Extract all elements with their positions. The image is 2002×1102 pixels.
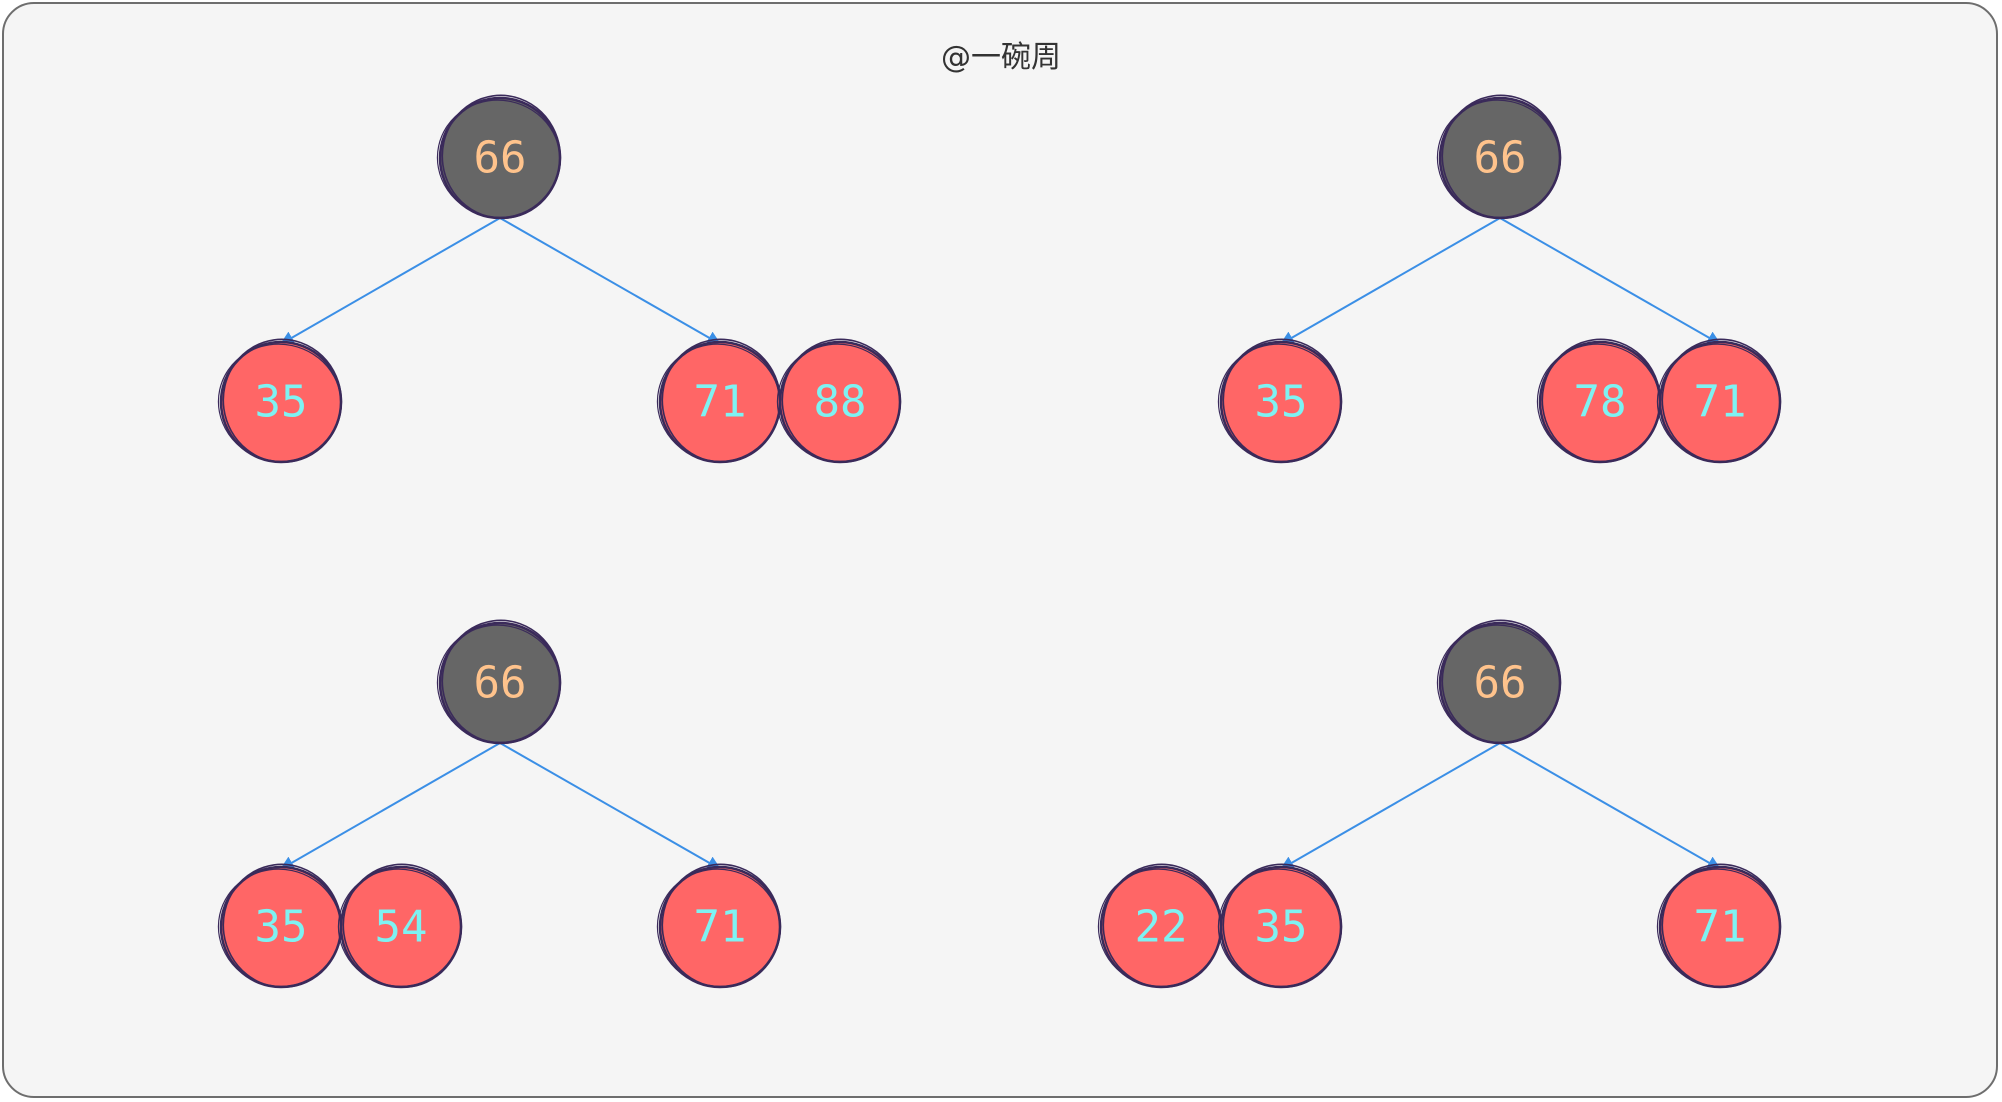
tree-4-right-node-1-key: 71 bbox=[1694, 902, 1747, 953]
tree-1-edge-right bbox=[499, 217, 722, 345]
tree-1-right-node-2: 88 bbox=[776, 338, 902, 464]
tree-4-left-node-1: 22 bbox=[1097, 863, 1223, 989]
tree-4-root-node: 66 bbox=[1436, 619, 1562, 745]
tree-4-left-node-1-key: 22 bbox=[1135, 902, 1188, 953]
tree-1-edge-left bbox=[279, 217, 501, 345]
tree-4-left-node-2-key: 35 bbox=[1255, 902, 1308, 953]
tree-1-right-node-1: 71 bbox=[656, 338, 782, 464]
tree-4-left-node-2: 35 bbox=[1217, 863, 1343, 989]
tree-3-root-node: 66 bbox=[436, 619, 562, 745]
watermark: @一碗周 bbox=[941, 40, 1061, 75]
tree-2-edge-left bbox=[1279, 217, 1501, 345]
tree-2-right-node-1: 78 bbox=[1536, 338, 1662, 464]
tree-2-left-node-1: 35 bbox=[1217, 338, 1343, 464]
tree-1-left-node-1-key: 35 bbox=[255, 377, 308, 428]
tree-1-right-node-2-key: 88 bbox=[814, 377, 867, 428]
tree-3-right-node-1-key: 71 bbox=[694, 902, 747, 953]
tree-3-edge-left bbox=[279, 742, 501, 870]
tree-1-root-node-key: 66 bbox=[474, 133, 527, 184]
tree-3-left-node-1-key: 35 bbox=[255, 902, 308, 953]
tree-2-right-node-2-key: 71 bbox=[1694, 377, 1747, 428]
tree-4-right-node-1: 71 bbox=[1656, 863, 1782, 989]
tree-1-left-node-1: 35 bbox=[217, 338, 343, 464]
tree-3-root-node-key: 66 bbox=[474, 658, 527, 709]
tree-3-left-node-2: 54 bbox=[337, 863, 463, 989]
tree-4-root-node-key: 66 bbox=[1474, 658, 1527, 709]
tree-2-right-node-2: 71 bbox=[1656, 338, 1782, 464]
tree-2-root-node-key: 66 bbox=[1474, 133, 1527, 184]
tree-3-right-node-1: 71 bbox=[656, 863, 782, 989]
tree-1-root-node: 66 bbox=[436, 94, 562, 220]
tree-3-left-node-1: 35 bbox=[217, 863, 343, 989]
tree-2-root-node: 66 bbox=[1436, 94, 1562, 220]
tree-2-left-node-1-key: 35 bbox=[1255, 377, 1308, 428]
tree-4-edge-left bbox=[1279, 742, 1501, 870]
tree-2-edge-right bbox=[1499, 217, 1722, 345]
tree-3-left-node-2-key: 54 bbox=[375, 902, 428, 953]
tree-1-right-node-1-key: 71 bbox=[694, 377, 747, 428]
tree-4-edge-right bbox=[1499, 742, 1722, 870]
tree-2-right-node-1-key: 78 bbox=[1574, 377, 1627, 428]
tree-3-edge-right bbox=[499, 742, 722, 870]
